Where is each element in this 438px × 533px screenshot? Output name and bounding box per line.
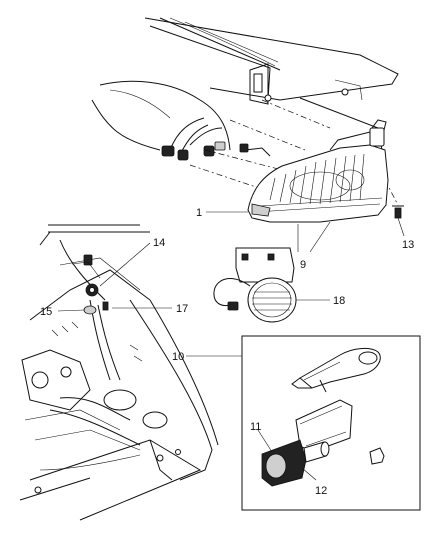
fender-assembly	[91, 17, 399, 151]
socket-icon	[369, 127, 385, 147]
mounting-screw-icon	[392, 205, 404, 219]
callout-18: 18	[333, 295, 345, 307]
callout-9: 9	[300, 259, 306, 271]
bulb-kit-box: 10 11 12	[172, 335, 421, 511]
grommet-icon	[369, 447, 385, 465]
callout-13: 13	[402, 239, 414, 251]
callout-17: 17	[176, 303, 188, 315]
callout-14: 14	[153, 237, 165, 249]
callout-12: 12	[315, 485, 327, 497]
connector-icon	[227, 301, 239, 311]
bracket-icon	[83, 254, 93, 266]
mount-slot-icon	[241, 253, 249, 261]
headlamp-assembly	[247, 119, 389, 223]
washer-icon	[83, 305, 97, 315]
callouts-top: 1 9 13	[196, 207, 414, 271]
bolt-icon	[34, 486, 42, 494]
screw-icon	[102, 301, 109, 311]
wiring-harness	[161, 117, 271, 161]
callout-15: 15	[40, 306, 52, 318]
connector-icon	[214, 141, 226, 151]
callout-1: 1	[196, 207, 202, 219]
callout-11: 11	[250, 421, 261, 433]
connector-icon	[161, 145, 175, 157]
fog-lamp: 18	[213, 247, 345, 323]
engine-bay	[19, 224, 219, 521]
connector-icon	[177, 149, 189, 161]
clip-icon	[264, 94, 272, 102]
mount-slot-icon	[267, 253, 275, 261]
clip-icon	[341, 88, 349, 96]
callout-10: 10	[172, 351, 184, 363]
bracket-tab	[253, 73, 263, 93]
hood-latch-parts	[71, 254, 109, 315]
bolt-icon	[156, 454, 164, 462]
screw-icon	[394, 207, 402, 219]
bolt-icon	[175, 449, 181, 455]
callouts-left: 14 15 17	[40, 237, 188, 318]
connector-icon	[239, 143, 249, 153]
kit-box-frame	[241, 335, 421, 511]
